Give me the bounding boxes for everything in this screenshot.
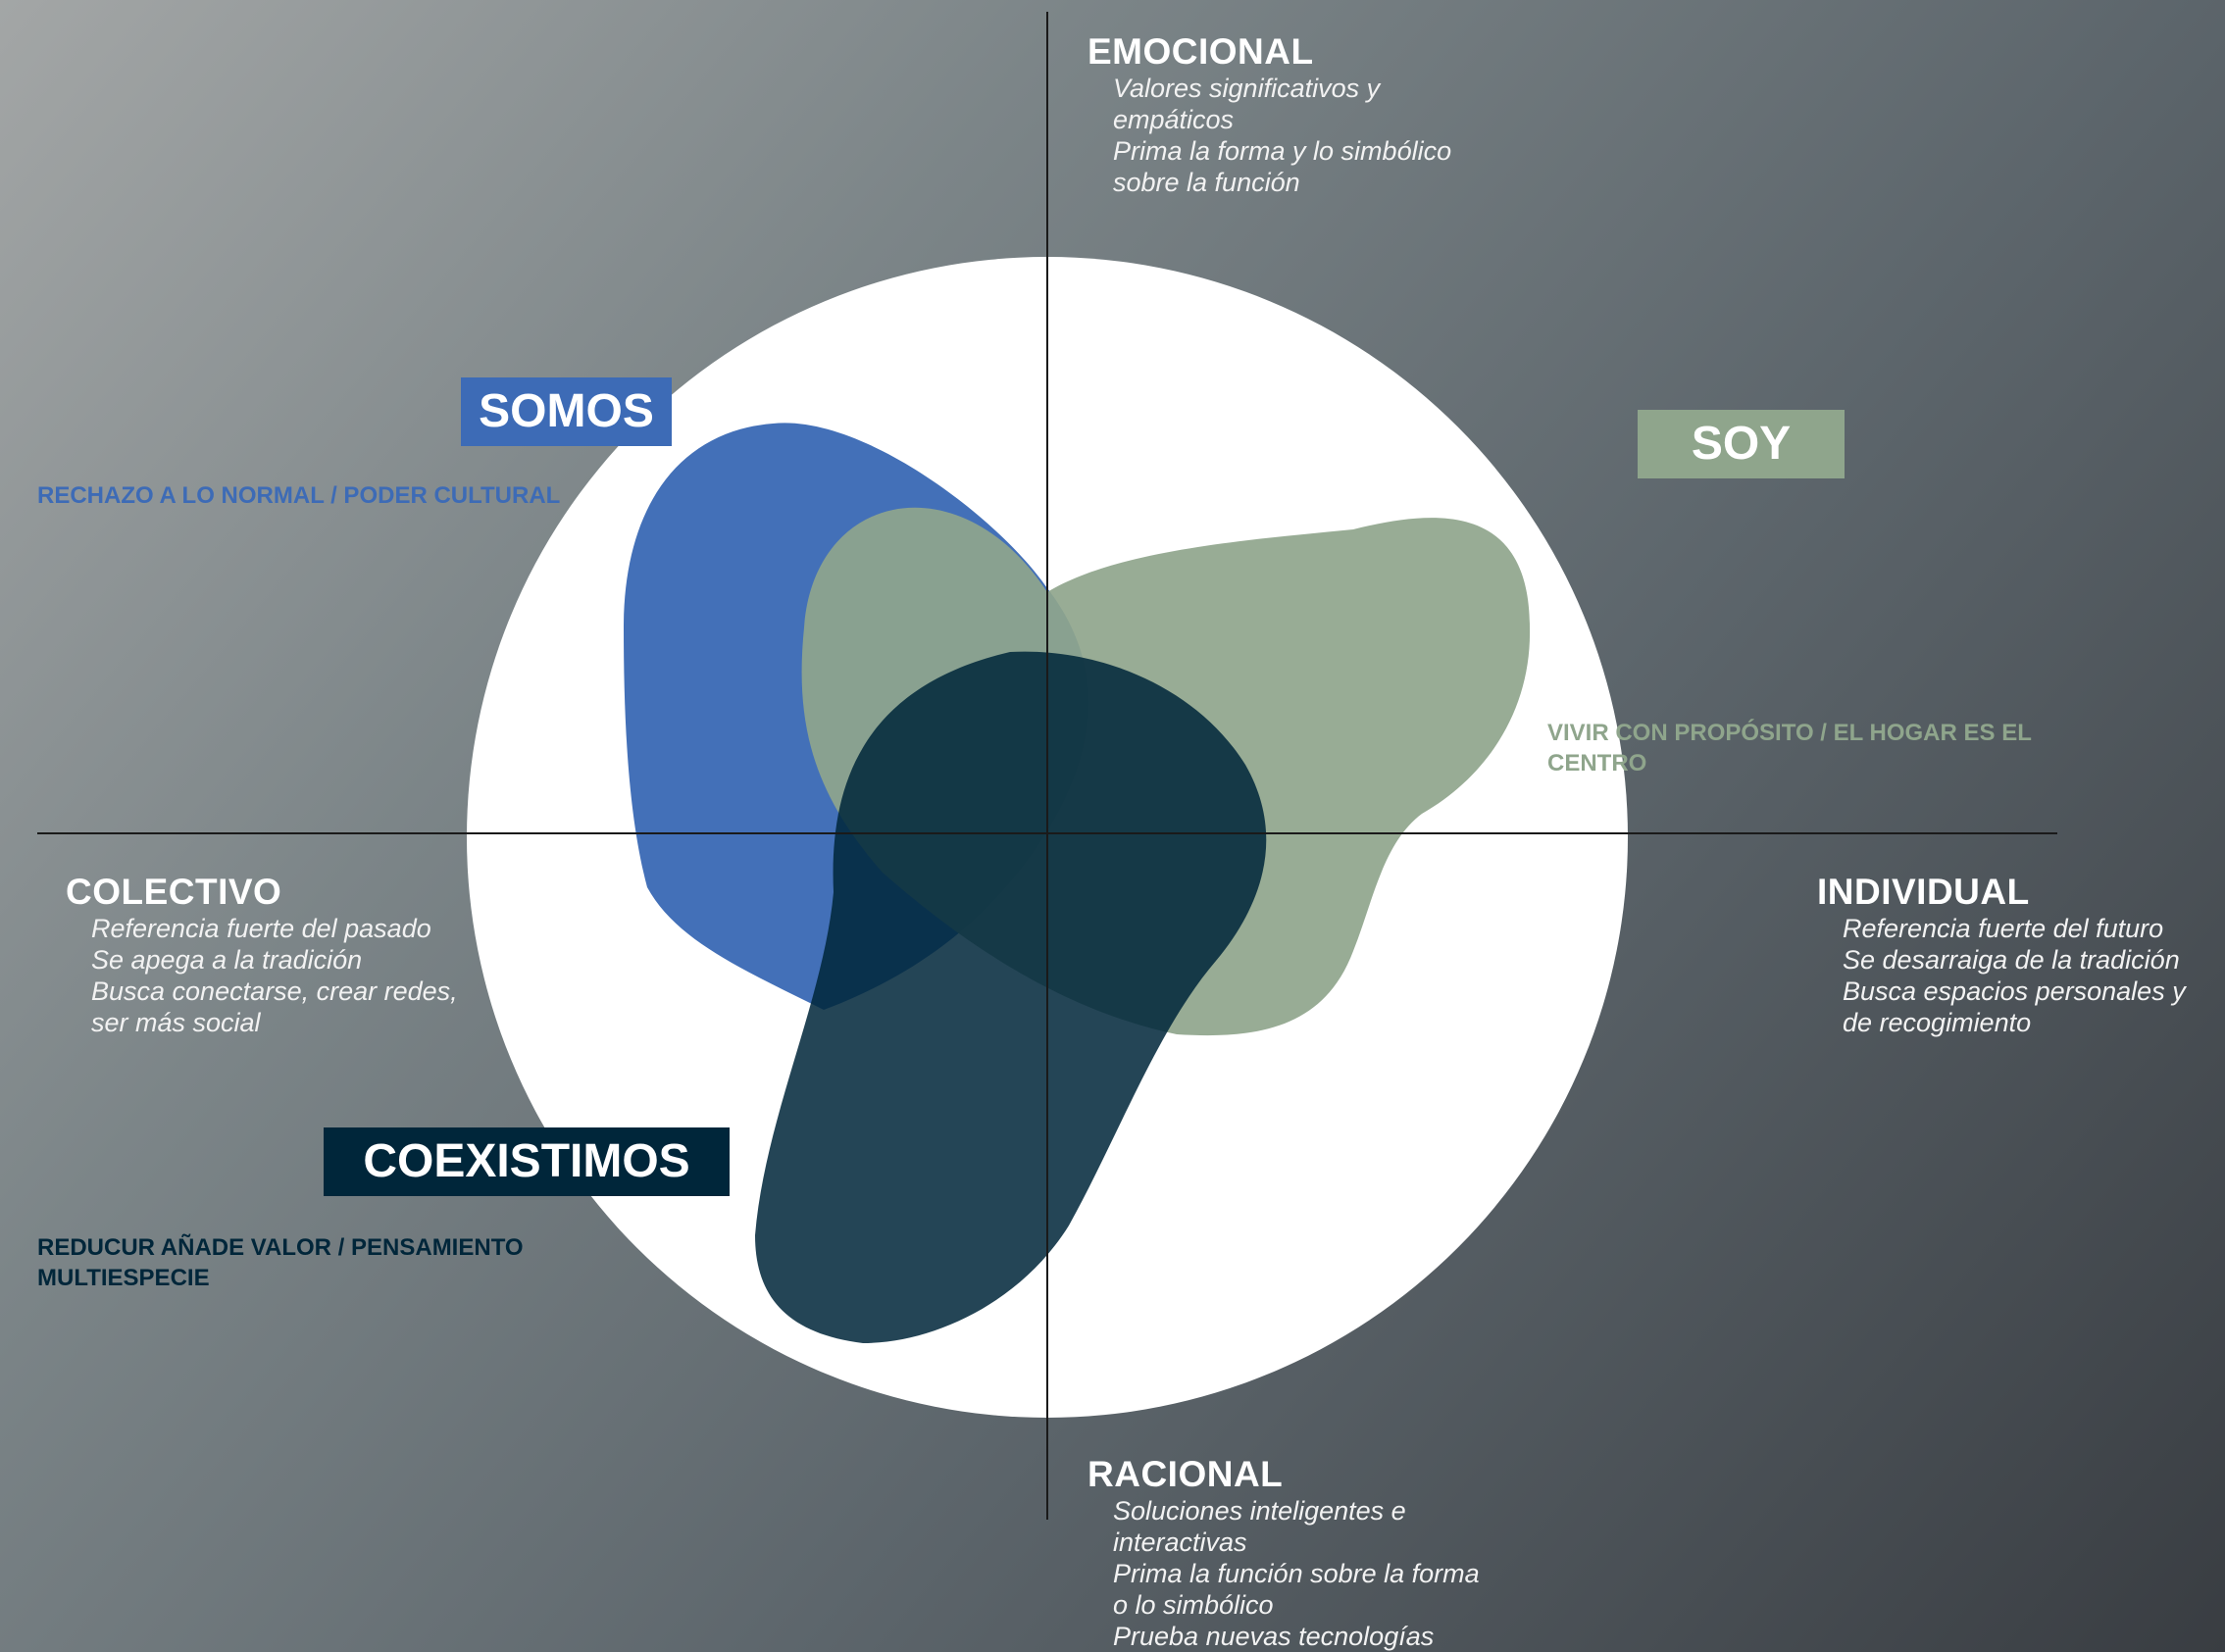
coexistimos-desc: REDUCUR AÑADE VALOR / PENSAMIENTO MULTIE… (37, 1234, 524, 1291)
coexistimos-blob (755, 651, 1267, 1343)
soy-desc: VIVIR CON PROPÓSITO / EL HOGAR ES EL CEN… (1547, 720, 2032, 776)
axis-desc-line: Referencia fuerte del futuro (1843, 914, 2164, 943)
axis-desc-line: Busca conectarse, crear redes, (91, 976, 458, 1006)
axis-title-racional: RACIONAL (1087, 1454, 1284, 1494)
axis-desc-line: Prima la función sobre la forma (1113, 1559, 1480, 1588)
axis-desc-line: Busca espacios personales y (1843, 976, 2186, 1006)
soy-label-bg (1638, 410, 1845, 478)
soy-label: SOY (1691, 418, 1792, 470)
axis-desc-line: Se desarraiga de la tradición (1843, 945, 2180, 975)
coexistimos-label-bg (324, 1127, 730, 1196)
axis-desc-line: interactivas (1113, 1527, 1247, 1557)
somos-label-bg (461, 377, 672, 446)
axis-desc-emocional: Valores significativos y empáticos Prima… (1113, 73, 1451, 198)
axis-desc-individual: Referencia fuerte del futuro Se desarrai… (1843, 913, 2186, 1038)
axis-desc-line: Prueba nuevas tecnologías (1113, 1622, 1435, 1651)
axis-desc-line: sobre la función (1113, 168, 1300, 197)
axis-title-emocional: EMOCIONAL (1087, 31, 1314, 72)
axis-desc-racional: Soluciones inteligentes e interactivas P… (1113, 1495, 1480, 1652)
axis-desc-line: ser más social (91, 1008, 261, 1037)
coexistimos-label: COEXISTIMOS (363, 1135, 690, 1187)
axis-desc-line: Referencia fuerte del pasado (91, 914, 431, 943)
axis-title-individual: INDIVIDUAL (1817, 872, 2030, 912)
axis-desc-line: Valores significativos y (1113, 74, 1381, 103)
somos-desc: RECHAZO A LO NORMAL / PODER CULTURAL (37, 482, 561, 509)
axis-desc-line: empáticos (1113, 105, 1235, 134)
axis-desc-line: o lo simbólico (1113, 1590, 1274, 1620)
axis-title-colectivo: COLECTIVO (66, 872, 282, 912)
axis-desc-line: Soluciones inteligentes e (1113, 1496, 1406, 1526)
somos-label: SOMOS (479, 385, 654, 437)
axis-desc-line: de recogimiento (1843, 1008, 2032, 1037)
axis-desc-line: Prima la forma y lo simbólico (1113, 136, 1452, 166)
axis-desc-line: Se apega a la tradición (91, 945, 363, 975)
axis-desc-colectivo: Referencia fuerte del pasado Se apega a … (91, 913, 458, 1038)
